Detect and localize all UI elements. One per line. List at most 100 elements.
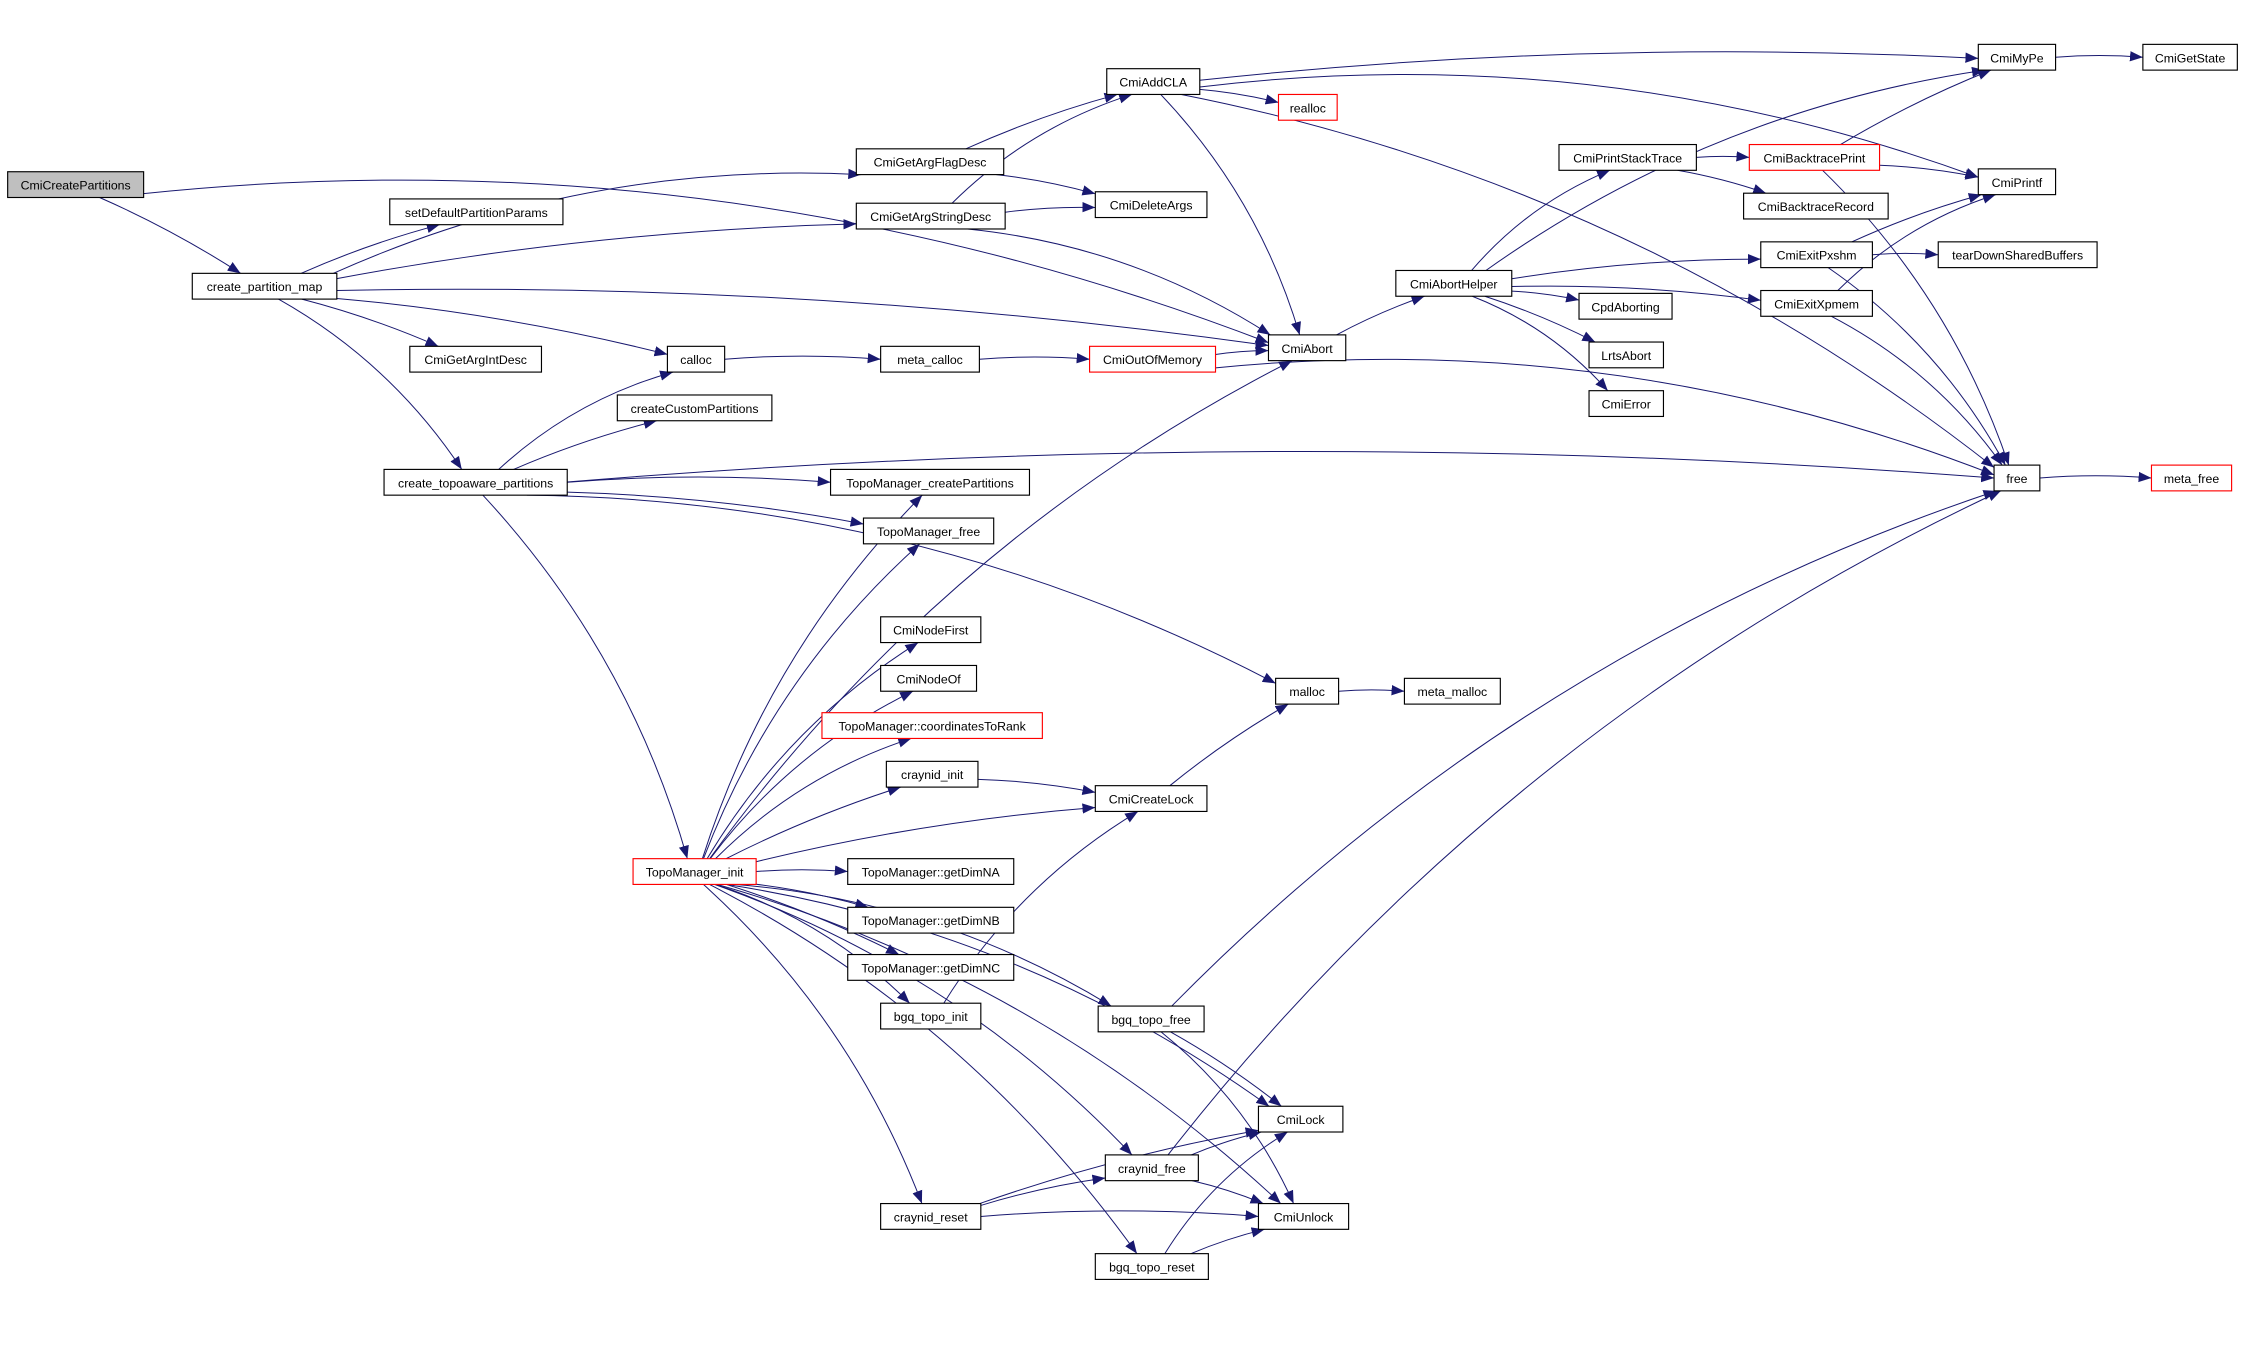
node-label[interactable]: bgq_topo_free (1111, 1013, 1190, 1027)
node-label[interactable]: CmiError (1602, 398, 1651, 412)
node-createlock[interactable]: CmiCreateLock (1094, 785, 1208, 813)
node-bgqfree[interactable]: bgq_topo_free (1097, 1005, 1205, 1033)
node-delargs[interactable]: CmiDeleteArgs (1094, 191, 1208, 219)
node-sdpp[interactable]: setDefaultPartitionParams (389, 198, 564, 226)
node-free[interactable]: free (1993, 464, 2041, 492)
node-label[interactable]: create_partition_map (207, 280, 323, 294)
node-label[interactable]: CmiBacktracePrint (1764, 151, 1866, 165)
node-tmcp[interactable]: TopoManager_createPartitions (829, 468, 1031, 496)
node-metamalloc[interactable]: meta_malloc (1403, 677, 1501, 705)
node-box[interactable] (1558, 143, 1697, 171)
node-box[interactable] (1106, 68, 1201, 96)
node-lock[interactable]: CmiLock (1257, 1105, 1344, 1133)
node-cpm[interactable]: create_partition_map (191, 272, 338, 300)
node-label[interactable]: free (2006, 472, 2027, 486)
node-btr[interactable]: CmiBacktraceRecord (1743, 192, 1889, 220)
node-crfree[interactable]: craynid_free (1104, 1154, 1199, 1182)
node-box[interactable] (389, 198, 564, 226)
node-box[interactable] (880, 616, 982, 644)
node-box[interactable] (666, 345, 726, 373)
node-box[interactable] (1578, 292, 1673, 320)
node-label[interactable]: meta_calloc (897, 353, 963, 367)
node-tminit[interactable]: TopoManager_init (632, 858, 757, 885)
node-addcla[interactable]: CmiAddCLA (1106, 68, 1201, 96)
node-gafd[interactable]: CmiGetArgFlagDesc (855, 148, 1005, 176)
node-label[interactable]: malloc (1289, 685, 1325, 699)
node-btp[interactable]: CmiBacktracePrint (1748, 143, 1881, 171)
node-tmfree[interactable]: TopoManager_free (862, 517, 995, 545)
node-label[interactable]: LrtsAbort (1601, 349, 1651, 363)
node-label[interactable]: TopoManager_free (877, 525, 980, 539)
node-box[interactable] (1588, 341, 1665, 369)
node-label[interactable]: CmiAbort (1281, 342, 1333, 356)
node-box[interactable] (1257, 1105, 1344, 1133)
node-abort[interactable]: CmiAbort (1267, 334, 1347, 362)
node-label[interactable]: CmiMyPe (1990, 51, 2043, 65)
node-label[interactable]: CmiPrintf (1992, 176, 2043, 190)
node-pxshm[interactable]: CmiExitPxshm (1760, 241, 1873, 269)
node-aborth[interactable]: CmiAbortHelper (1395, 269, 1513, 297)
node-box[interactable] (409, 345, 543, 373)
node-label[interactable]: TopoManager::getDimNC (861, 961, 1000, 975)
node-mype[interactable]: CmiMyPe (1977, 43, 2057, 71)
node-box[interactable] (1097, 1005, 1205, 1033)
node-label[interactable]: CmiAddCLA (1119, 76, 1187, 90)
node-box[interactable] (847, 906, 1015, 934)
node-dnb[interactable]: TopoManager::getDimNB (847, 906, 1015, 934)
node-box[interactable] (1277, 93, 1338, 121)
node-label[interactable]: realloc (1290, 101, 1326, 115)
node-box[interactable] (1089, 345, 1217, 373)
node-ccpart[interactable]: createCustomPartitions (616, 394, 773, 422)
node-c2r[interactable]: TopoManager::coordinatesToRank (821, 712, 1043, 740)
node-unlock[interactable]: CmiUnlock (1257, 1202, 1350, 1230)
node-calloc[interactable]: calloc (666, 345, 726, 373)
node-box[interactable] (1094, 191, 1208, 219)
node-box[interactable] (855, 202, 1006, 230)
node-box[interactable] (1275, 677, 1340, 705)
node-box[interactable] (1588, 390, 1665, 418)
node-box[interactable] (1257, 1202, 1350, 1230)
node-box[interactable] (632, 858, 757, 885)
node-malloc[interactable]: malloc (1275, 677, 1340, 705)
node-dna[interactable]: TopoManager::getDimNA (847, 858, 1015, 885)
node-box[interactable] (1094, 785, 1208, 813)
node-box[interactable] (885, 760, 979, 788)
node-realloc[interactable]: realloc (1277, 93, 1338, 121)
node-box[interactable] (1937, 241, 2098, 269)
node-label[interactable]: CmiBacktraceRecord (1758, 200, 1874, 214)
node-box[interactable] (1977, 43, 2057, 71)
node-printf[interactable]: CmiPrintf (1977, 168, 2057, 196)
node-label[interactable]: CmiOutOfMemory (1103, 353, 1203, 367)
node-teardown[interactable]: tearDownSharedBuffers (1937, 241, 2098, 269)
node-metafree[interactable]: meta_free (2150, 464, 2233, 492)
node-box[interactable] (880, 664, 978, 692)
node-label[interactable]: CmiNodeFirst (893, 624, 969, 638)
node-box[interactable] (616, 394, 773, 422)
node-label[interactable]: TopoManager::coordinatesToRank (839, 720, 1027, 734)
node-label[interactable]: createCustomPartitions (631, 402, 759, 416)
node-label[interactable]: CmiUnlock (1274, 1210, 1334, 1224)
node-crinit[interactable]: craynid_init (885, 760, 979, 788)
node-label[interactable]: CmiGetArgStringDesc (870, 210, 991, 224)
node-label[interactable]: CmiNodeOf (896, 672, 961, 686)
node-label[interactable]: bgq_topo_init (894, 1010, 968, 1024)
node-label[interactable]: create_topoaware_partitions (398, 476, 553, 490)
node-box[interactable] (1094, 1253, 1209, 1280)
node-label[interactable]: craynid_reset (894, 1210, 968, 1224)
node-box[interactable] (1104, 1154, 1199, 1182)
node-box[interactable] (383, 468, 568, 496)
node-label[interactable]: CmiDeleteArgs (1110, 199, 1193, 213)
node-label[interactable]: CmiCreateLock (1109, 793, 1195, 807)
node-box[interactable] (1748, 143, 1881, 171)
node-box[interactable] (847, 858, 1015, 885)
node-lrts[interactable]: LrtsAbort (1588, 341, 1665, 369)
node-box[interactable] (7, 171, 145, 199)
node-box[interactable] (880, 345, 980, 373)
node-label[interactable]: CpdAborting (1591, 300, 1660, 314)
node-label[interactable]: CmiAbortHelper (1410, 277, 1497, 291)
node-label[interactable]: CmiGetArgFlagDesc (874, 156, 987, 170)
node-box[interactable] (191, 272, 338, 300)
node-ccp[interactable]: CmiCreatePartitions (7, 171, 145, 199)
node-gaid[interactable]: CmiGetArgIntDesc (409, 345, 543, 373)
node-box[interactable] (855, 148, 1005, 176)
